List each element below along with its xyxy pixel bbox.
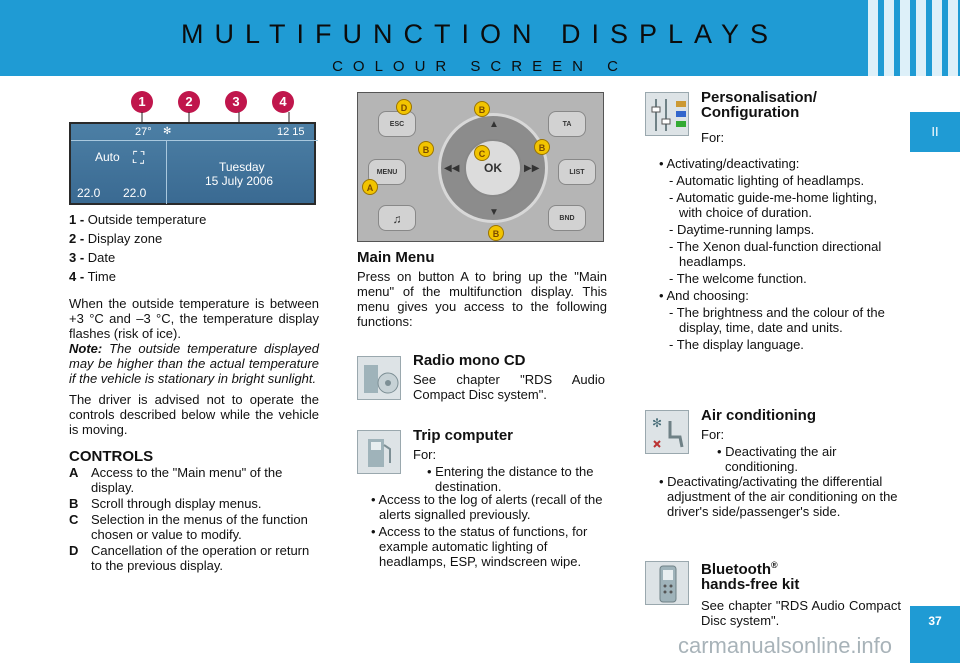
personal-sub-4: - The Xenon dual-function directional he… <box>669 239 882 269</box>
radio-text: See chapter "RDS Audio Compact Disc syst… <box>413 372 605 402</box>
colour-screen-image: 27° ✻ 12 15 Auto ⛶ 22.0 22.0 Tuesday 15 … <box>69 122 318 205</box>
trip-bullet-1: • Entering the distance to the destinati… <box>427 464 594 494</box>
radio-section: Radio mono CD See chapter "RDS Audio Com… <box>413 353 605 402</box>
svg-text:✻: ✻ <box>652 416 662 430</box>
radio-heading: Radio mono CD <box>413 352 526 369</box>
personal-sub-5: - The welcome function. <box>669 271 807 286</box>
personal-heading-line-1: Personalisation/ <box>701 89 817 106</box>
trip-heading: Trip computer <box>413 427 514 444</box>
air-bullet-1: • Deactivating the air conditioning. <box>717 444 837 474</box>
trip-bullet-2: • Access to the log of alerts (recall of… <box>371 492 603 522</box>
bluetooth-heading-line-2: hands-free kit <box>701 576 800 593</box>
marker-b-bottom: B <box>488 225 504 241</box>
snowflake-icon: ✻ <box>163 126 172 137</box>
screen-temp-right: 22.0 <box>123 186 147 200</box>
legend-item: 3 - Date <box>69 250 116 265</box>
personal-bullet-1: • Activating/deactivating: <box>659 156 800 171</box>
legend-item: 1 - Outside temperature <box>69 212 207 227</box>
trip-for: For: <box>413 447 437 462</box>
personal-sub-1: - Automatic lighting of headlamps. <box>669 173 865 188</box>
marker-a: A <box>362 179 378 195</box>
legend-item: 2 - Display zone <box>69 231 163 246</box>
callout-1: 1 <box>131 91 153 113</box>
callout-3: 3 <box>225 91 247 113</box>
air-section: Air conditioning For: • Deactivating the… <box>701 408 901 474</box>
marker-c: C <box>474 145 490 161</box>
screen-date: 15 July 2006 <box>205 174 274 188</box>
arrow-down-icon: ▼ <box>489 207 499 218</box>
air-bullets: • Deactivating/activating the differenti… <box>645 472 900 519</box>
bluetooth-heading-line-1: Bluetooth® <box>701 560 778 578</box>
arrow-up-icon: ▲ <box>489 119 499 130</box>
personal-section: • Activating/deactivating: - Automatic l… <box>645 154 900 352</box>
personal-heading-block: Personalisation/ Configuration For: <box>701 90 901 145</box>
air-for: For: <box>701 427 725 442</box>
screen-outside-temp: 27° <box>135 126 152 138</box>
note-label: Note: <box>69 341 103 356</box>
personal-sub-2: - Automatic guide-me-home lighting, with… <box>669 190 878 220</box>
phone-icon <box>645 561 689 605</box>
forward-icon: ▶▶ <box>524 163 540 174</box>
seat-icon: ⛶ <box>133 150 145 167</box>
marker-b-top: B <box>474 101 490 117</box>
main-menu-text: Press on button A to bring up the "Main … <box>357 269 607 329</box>
section-tab[interactable]: II <box>910 112 960 152</box>
air-heading: Air conditioning <box>701 407 816 424</box>
bluetooth-section: Bluetooth® hands-free kit See chapter "R… <box>701 558 901 628</box>
page-number: 37 <box>910 606 960 663</box>
personal-sub-6: - The brightness and the colour of the d… <box>669 305 885 335</box>
rewind-icon: ◀◀ <box>444 163 460 174</box>
column-left: 1 - Outside temperature 2 - Display zone… <box>69 212 319 573</box>
bluetooth-text: See chapter "RDS Audio Compact Disc syst… <box>701 598 901 628</box>
personal-heading-line-2: Configuration <box>701 104 800 121</box>
personal-sub-7: - The display language. <box>669 337 804 352</box>
air-bullet-2: • Deactivating/activating the differenti… <box>659 474 898 519</box>
legend-item: 4 - Time <box>69 269 116 284</box>
page-subtitle: COLOUR SCREEN C <box>332 58 628 75</box>
personal-for: For: <box>701 130 725 145</box>
radio-cd-icon <box>357 356 401 400</box>
watermark: carmanualsonline.info <box>678 633 893 658</box>
music-note-icon: ♫ <box>378 205 416 231</box>
main-menu-heading: Main Menu <box>357 249 435 266</box>
trip-bullet-3: • Access to the status of functions, for… <box>371 524 588 569</box>
personal-sub-3: - Daytime-running lamps. <box>669 222 815 237</box>
settings-sliders-icon <box>645 92 689 136</box>
marker-b-left: B <box>418 141 434 157</box>
callout-2: 2 <box>178 91 200 113</box>
screen-time: 12 15 <box>277 126 305 138</box>
screen-mode: Auto <box>95 150 120 164</box>
column-middle: Main Menu Press on button A to bring up … <box>357 250 607 329</box>
callout-row: 1 2 3 4 <box>131 91 294 113</box>
ta-button: TA <box>548 111 586 137</box>
marker-b-right: B <box>534 139 550 155</box>
trip-section: Trip computer For: • Entering the distan… <box>413 428 605 494</box>
page-header <box>0 0 960 76</box>
ok-button: OK <box>464 139 522 197</box>
marker-d: D <box>396 99 412 115</box>
legend-list: 1 - Outside temperature 2 - Display zone… <box>69 212 319 284</box>
personal-bullet-2: • And choosing: <box>659 288 749 303</box>
fuel-pump-icon <box>357 430 401 474</box>
bnd-button: BND <box>548 205 586 231</box>
trip-bullets: • Access to the log of alerts (recall of… <box>357 490 605 569</box>
page-title: MULTIFUNCTION DISPLAYS <box>180 19 780 49</box>
header-stripes <box>868 0 960 76</box>
screen-day: Tuesday <box>219 160 265 174</box>
driver-paragraph: The driver is advised not to operate the… <box>69 392 319 437</box>
temperature-paragraph: When the outside temperature is between … <box>69 296 319 341</box>
screen-temp-left: 22.0 <box>77 186 101 200</box>
air-conditioning-icon: ✻ <box>645 410 689 454</box>
list-button: LIST <box>558 159 596 185</box>
controller-image: ESC TA MENU LIST ♫ BND OK ▲ ▼ ◀◀ ▶▶ D B … <box>357 92 604 242</box>
note-paragraph: Note: The outside temperature displayed … <box>69 341 319 386</box>
controls-heading: CONTROLS <box>69 448 154 465</box>
esc-button: ESC <box>378 111 416 137</box>
callout-4: 4 <box>272 91 294 113</box>
